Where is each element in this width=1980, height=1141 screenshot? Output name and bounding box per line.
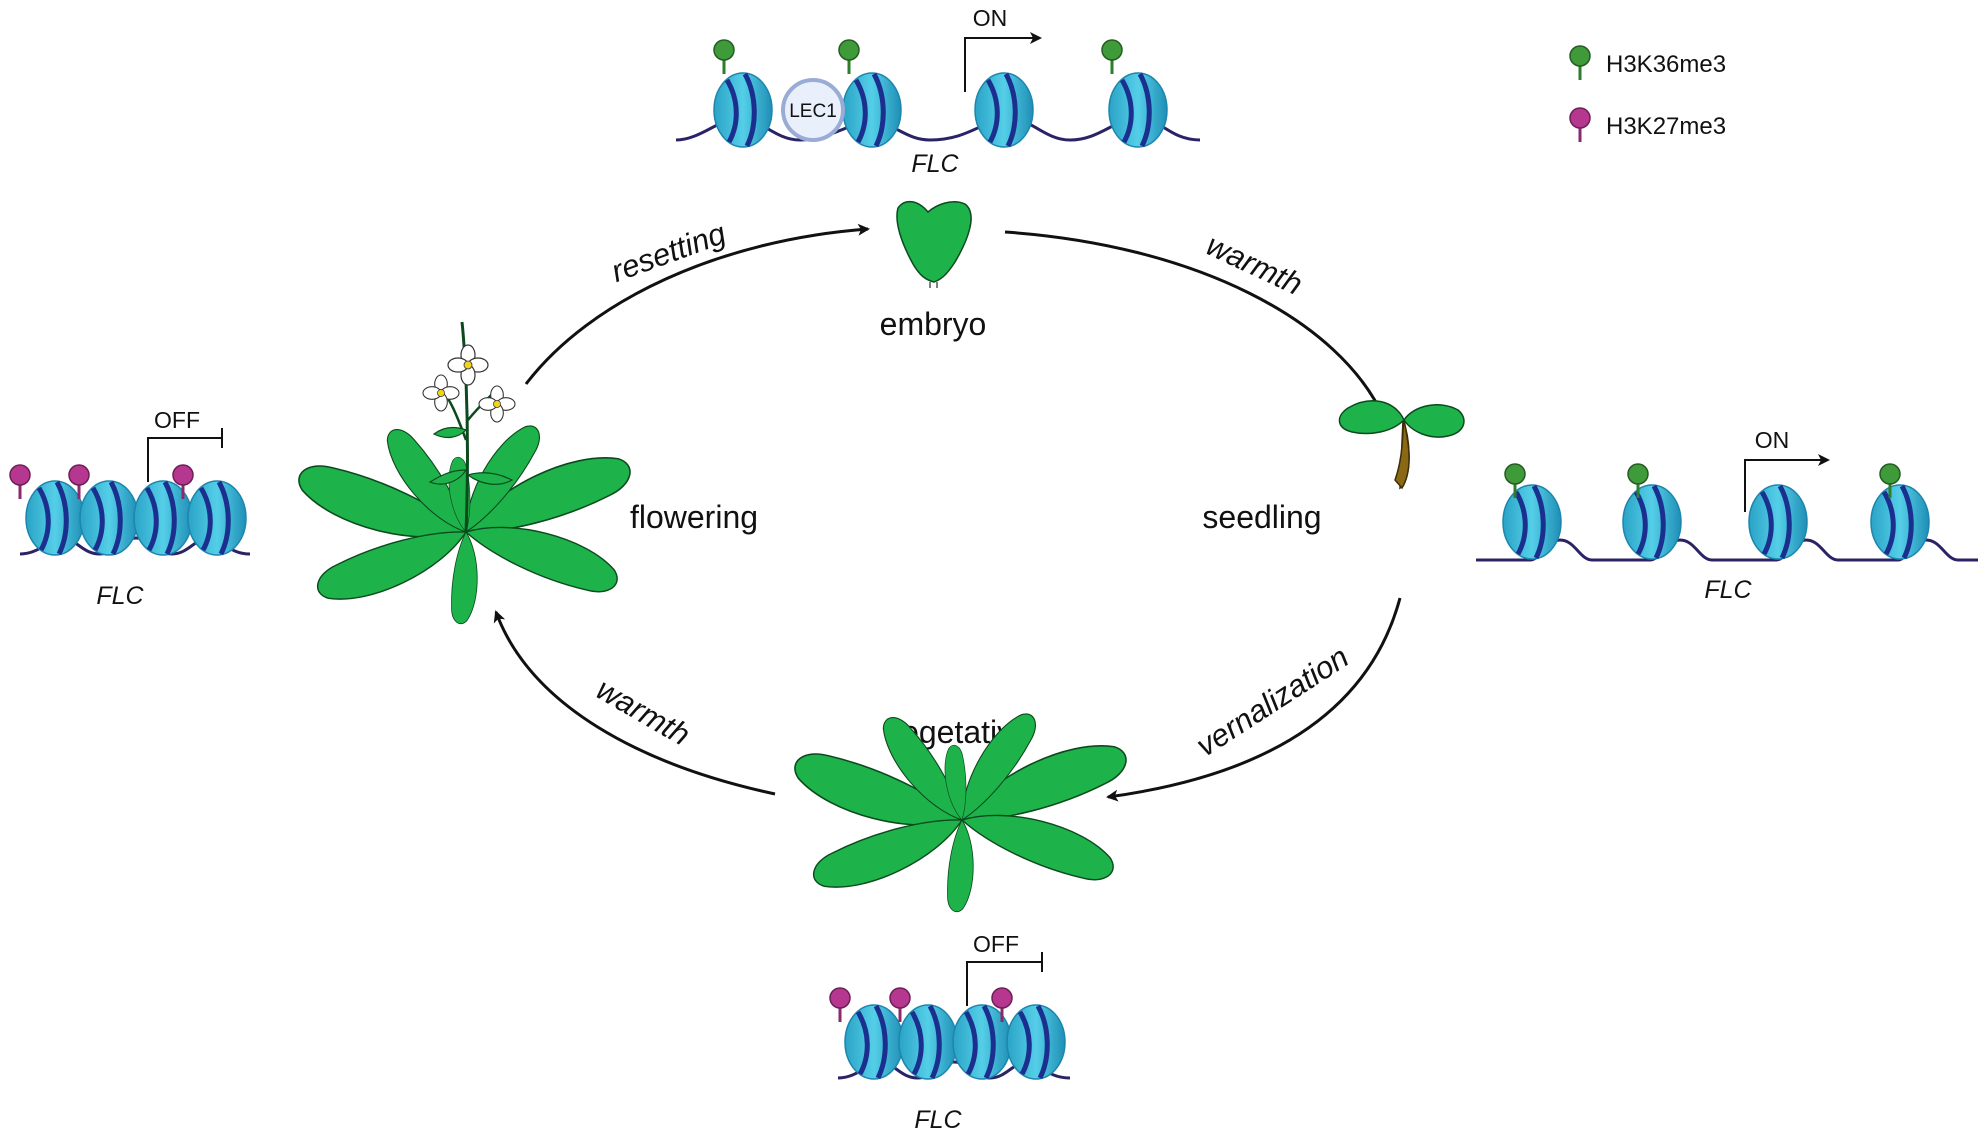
- label-warmth-bottom: warmth: [590, 671, 696, 752]
- transcription-arrow-top: [964, 32, 1042, 92]
- embryo-icon: [896, 200, 972, 288]
- arrow-flowering-to-embryo: [524, 223, 870, 385]
- legend: H3K36me3 H3K27me3: [1568, 44, 1726, 144]
- legend-h3k36me3-label: H3K36me3: [1606, 51, 1726, 78]
- repression-bar-bottom: [966, 952, 1043, 1006]
- arrow-embryo-to-seedling: [1004, 230, 1386, 420]
- stage-embryo-label: embryo: [880, 306, 987, 342]
- label-warmth-top: warmth: [1201, 227, 1308, 302]
- label-vernalization: vernalization: [1190, 639, 1355, 763]
- flc-locus-bottom: OFF FLC: [828, 931, 1071, 1134]
- lec1-label: LEC1: [789, 101, 837, 122]
- flc-bottom-gene-label: FLC: [914, 1106, 962, 1134]
- flc-right-state: ON: [1755, 427, 1790, 453]
- stage-seedling-label: seedling: [1202, 499, 1321, 535]
- flowering-plant-icon: [291, 321, 637, 625]
- flc-top-gene-label: FLC: [911, 150, 959, 178]
- legend-h3k27me3-label: H3K27me3: [1606, 113, 1726, 140]
- flc-locus-top: LEC1 ON FLC: [675, 5, 1201, 178]
- lec1-factor: LEC1: [781, 78, 845, 142]
- repression-bar-left: [147, 428, 223, 482]
- flc-top-state: ON: [973, 5, 1008, 31]
- flc-left-state: OFF: [154, 407, 200, 433]
- flc-right-gene-label: FLC: [1704, 576, 1752, 604]
- transcription-arrow-right: [1744, 454, 1830, 512]
- flc-bottom-state: OFF: [973, 931, 1019, 957]
- arrow-seedling-to-vegetative: [1106, 597, 1402, 802]
- flc-left-gene-label: FLC: [96, 582, 144, 610]
- legend-h3k27me3: H3K27me3: [1568, 106, 1726, 144]
- legend-h3k36me3: H3K36me3: [1568, 44, 1726, 82]
- arrow-vegetative-to-flowering: [493, 610, 776, 796]
- flc-locus-left: OFF FLC: [8, 407, 251, 610]
- seedling-icon: [1338, 400, 1465, 490]
- flc-locus-right: ON FLC: [1476, 427, 1978, 604]
- stage-flowering-label: flowering: [630, 499, 758, 535]
